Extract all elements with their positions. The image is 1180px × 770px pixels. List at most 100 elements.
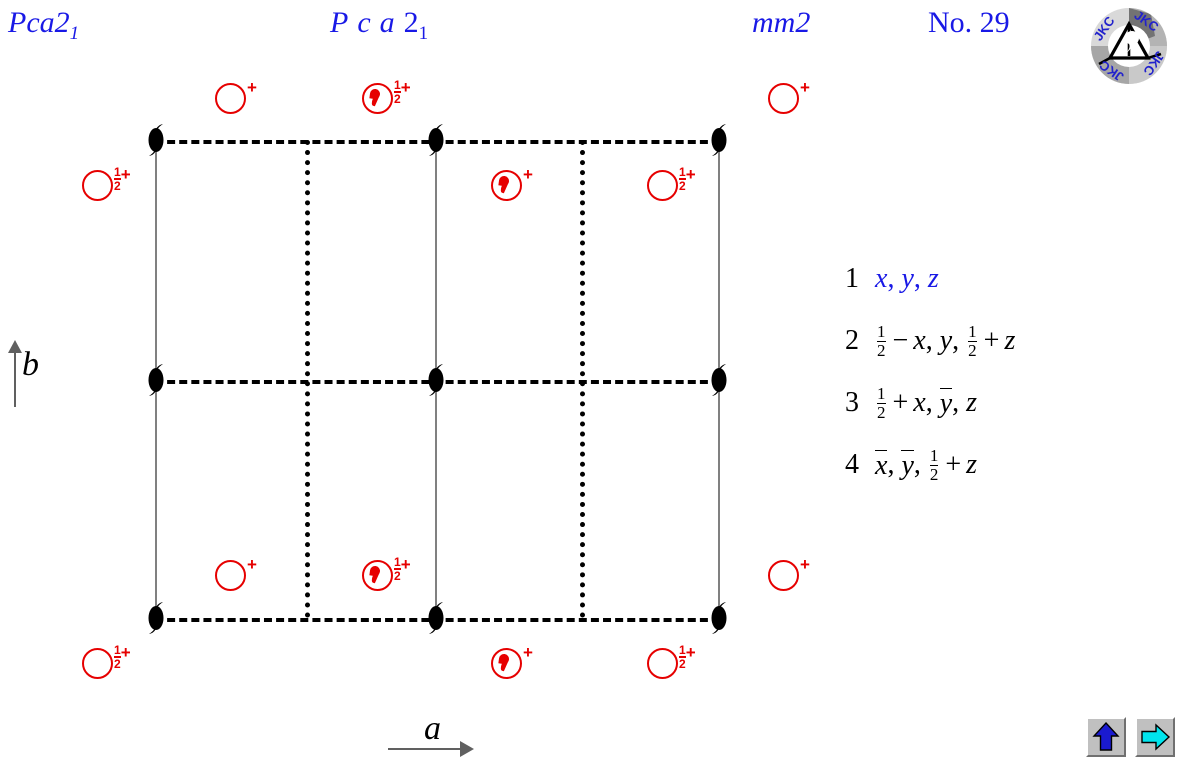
circle-glyph-icon	[647, 170, 678, 201]
screw-axis-2-1-icon	[143, 123, 169, 157]
overline-variable: y	[939, 388, 953, 419]
a-axis-label: a	[424, 710, 441, 747]
atom-height-label: +	[523, 165, 533, 184]
atom-height-label: +	[800, 78, 810, 97]
operator-sign: +	[983, 325, 1000, 356]
circle-glyph-icon	[768, 83, 799, 114]
glide-plane-vertical-dotted	[305, 140, 310, 618]
operation-index: 2	[845, 325, 859, 356]
screw-axis-2-1-icon	[143, 601, 169, 635]
operation-index: 4	[845, 449, 859, 480]
circle-glyph-icon	[647, 648, 678, 679]
screw-axis-2-1-icon	[423, 601, 449, 635]
separator-comma: ,	[887, 263, 895, 294]
point-group-symbol: mm2	[752, 6, 811, 39]
screw-axis-2-1-icon	[706, 123, 732, 157]
screw-axis-2-1-icon	[143, 363, 169, 397]
atom-circle-comma: +	[491, 644, 533, 679]
short-symbol-text: Pca2	[8, 6, 70, 39]
variable: z	[927, 263, 939, 294]
nav-right-button[interactable]	[1135, 717, 1175, 757]
short-symbol-subscript: 1	[69, 23, 80, 44]
variable: x	[913, 325, 926, 356]
up-arrow-icon	[1092, 721, 1120, 751]
atom-height-label: +	[247, 555, 257, 574]
overline-variable: x	[875, 450, 888, 481]
atom-circle: +	[768, 556, 810, 591]
comma-glyph-icon	[491, 170, 522, 201]
atom-height-label: +	[247, 78, 257, 97]
comma-glyph-icon	[362, 83, 393, 114]
screw-axis-2-1-icon	[706, 363, 732, 397]
circle-glyph-icon	[82, 648, 113, 679]
operator-sign: −	[892, 325, 909, 356]
operator-sign: +	[892, 387, 909, 418]
operation-index: 1	[845, 263, 859, 294]
separator-comma: ,	[925, 387, 933, 418]
separator-comma: ,	[913, 263, 921, 294]
full-symbol-c: c	[357, 6, 371, 39]
separator-comma: ,	[913, 449, 921, 480]
circle-glyph-icon	[215, 560, 246, 591]
space-group-short-symbol: Pca21	[8, 6, 80, 44]
variable: z	[1004, 325, 1016, 356]
comma-glyph-icon	[362, 560, 393, 591]
variable: y	[901, 263, 914, 294]
b-axis-line	[14, 345, 16, 407]
variable: x	[913, 387, 926, 418]
circle-glyph-icon	[82, 170, 113, 201]
space-group-number: No. 29	[928, 6, 1010, 39]
operation-index: 3	[845, 387, 859, 418]
variable: y	[939, 325, 953, 356]
full-symbol-p: P	[330, 6, 349, 39]
atom-circle: +	[215, 556, 257, 591]
operator-sign: +	[945, 449, 962, 480]
a-axis-line	[388, 748, 466, 750]
jkc-logo-icon: JKC JKC JKC JKC	[1089, 6, 1169, 86]
nav-up-button[interactable]	[1086, 717, 1126, 757]
overline-variable: y	[901, 450, 914, 481]
atom-circle: +	[768, 79, 810, 114]
full-symbol-a: a	[379, 6, 395, 39]
atom-circle-comma: +	[491, 166, 533, 201]
circle-glyph-icon	[215, 83, 246, 114]
variable: z	[966, 449, 978, 480]
screw-axis-2-1-icon	[423, 123, 449, 157]
circle-glyph-icon	[768, 560, 799, 591]
atom-height-label: +	[523, 643, 533, 662]
glide-plane-vertical-dotted	[580, 140, 585, 618]
comma-glyph-icon	[491, 648, 522, 679]
separator-comma: ,	[952, 325, 960, 356]
operation-expression: x,y,z	[875, 263, 939, 295]
variable: z	[966, 387, 978, 418]
screw-axis-2-1-icon	[706, 601, 732, 635]
variable: x	[875, 263, 888, 294]
right-arrow-icon	[1141, 723, 1171, 751]
b-axis-label: b	[22, 346, 39, 383]
separator-comma: ,	[887, 449, 895, 480]
atom-circle: +	[215, 79, 257, 114]
separator-comma: ,	[952, 387, 960, 418]
